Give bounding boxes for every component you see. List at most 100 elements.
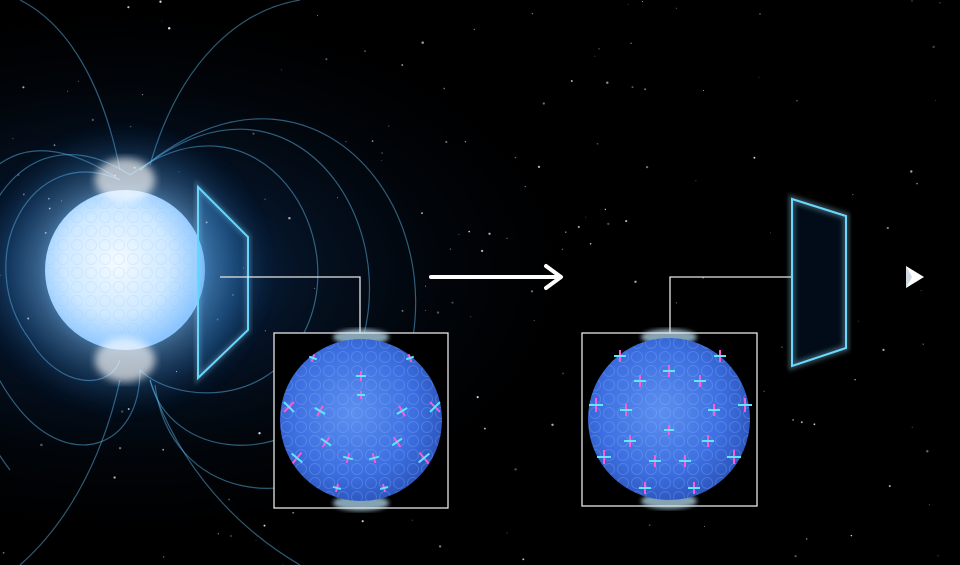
background-star (288, 216, 291, 220)
polarization-vector (342, 452, 354, 464)
background-star (401, 64, 404, 66)
background-star (167, 27, 171, 30)
propagation-arrow (429, 264, 563, 290)
polarization-vector (314, 405, 326, 417)
polarization-vector (283, 401, 295, 413)
background-star (387, 125, 390, 127)
background-star (627, 3, 629, 5)
background-star (401, 309, 404, 312)
background-star (585, 216, 587, 218)
background-star (445, 140, 448, 144)
background-star (531, 12, 534, 15)
background-star (604, 208, 606, 211)
background-star (561, 248, 563, 250)
polarization-vector (429, 401, 441, 413)
background-star (77, 80, 79, 82)
background-star (792, 419, 794, 421)
polarization-vector (332, 483, 342, 493)
polarization-vector (679, 455, 691, 467)
background-star (850, 534, 853, 537)
background-star (514, 468, 517, 471)
polarization-vector (727, 450, 741, 464)
polarization-vector (639, 482, 651, 494)
background-star (480, 249, 484, 253)
polarization-vector (688, 482, 700, 494)
background-star (932, 45, 935, 49)
polarization-vector (396, 405, 408, 417)
background-star (141, 93, 144, 96)
background-star (524, 186, 526, 188)
background-star (781, 346, 783, 348)
background-star (22, 86, 25, 89)
background-star (551, 423, 554, 427)
polarization-vector (620, 404, 632, 416)
vacuum-birefringence-plate-left (195, 179, 251, 386)
connector-right (669, 276, 810, 333)
background-star (598, 48, 600, 50)
polarization-vector (589, 398, 603, 412)
polarization-vector (634, 375, 646, 387)
background-star (854, 378, 856, 381)
background-star (886, 226, 889, 230)
polarization-vector (308, 353, 318, 363)
background-star (228, 498, 230, 501)
background-star (763, 390, 765, 392)
background-star (255, 539, 257, 541)
background-star (852, 193, 854, 196)
background-star (258, 432, 261, 435)
background-star (67, 90, 69, 92)
background-star (882, 348, 885, 352)
background-star (634, 280, 637, 284)
background-star (91, 118, 94, 122)
background-star (596, 143, 599, 145)
background-star (40, 443, 43, 447)
polarization-vector (597, 450, 611, 464)
background-star (533, 319, 535, 321)
background-star (910, 170, 913, 173)
background-star (252, 132, 255, 135)
background-star (937, 555, 939, 557)
background-star (162, 556, 165, 558)
background-star (857, 320, 859, 322)
background-star (483, 427, 486, 430)
background-star (364, 50, 366, 52)
background-star (443, 87, 446, 90)
polarization-vector (320, 436, 332, 448)
polarization-vector (405, 353, 415, 363)
background-star (530, 290, 534, 293)
background-star (911, 426, 913, 428)
background-star (337, 197, 339, 199)
background-star (451, 301, 454, 304)
background-star (758, 76, 760, 78)
background-star (675, 302, 677, 304)
background-star (920, 290, 922, 292)
background-star (282, 563, 284, 565)
background-star (702, 89, 705, 92)
background-star (127, 6, 130, 9)
background-star (703, 525, 705, 527)
polarization-vector (356, 371, 366, 381)
background-star (630, 42, 632, 45)
background-star (425, 285, 426, 287)
background-star (488, 232, 491, 235)
polarization-vector (663, 365, 675, 377)
background-star (675, 7, 677, 9)
background-star (911, 0, 913, 2)
polarization-inset-right (581, 329, 758, 509)
background-star (570, 79, 573, 83)
background-star (411, 519, 413, 521)
background-star (577, 225, 580, 229)
background-star (506, 237, 508, 239)
background-star (631, 86, 634, 89)
background-star (888, 485, 891, 488)
background-star (594, 55, 596, 57)
polarization-vector (738, 398, 752, 412)
background-star (264, 330, 266, 332)
background-star (230, 535, 232, 537)
polarization-vectors-right (589, 350, 752, 494)
background-star (473, 28, 475, 31)
background-star (12, 138, 14, 140)
background-star (162, 448, 165, 451)
background-star (113, 476, 116, 479)
